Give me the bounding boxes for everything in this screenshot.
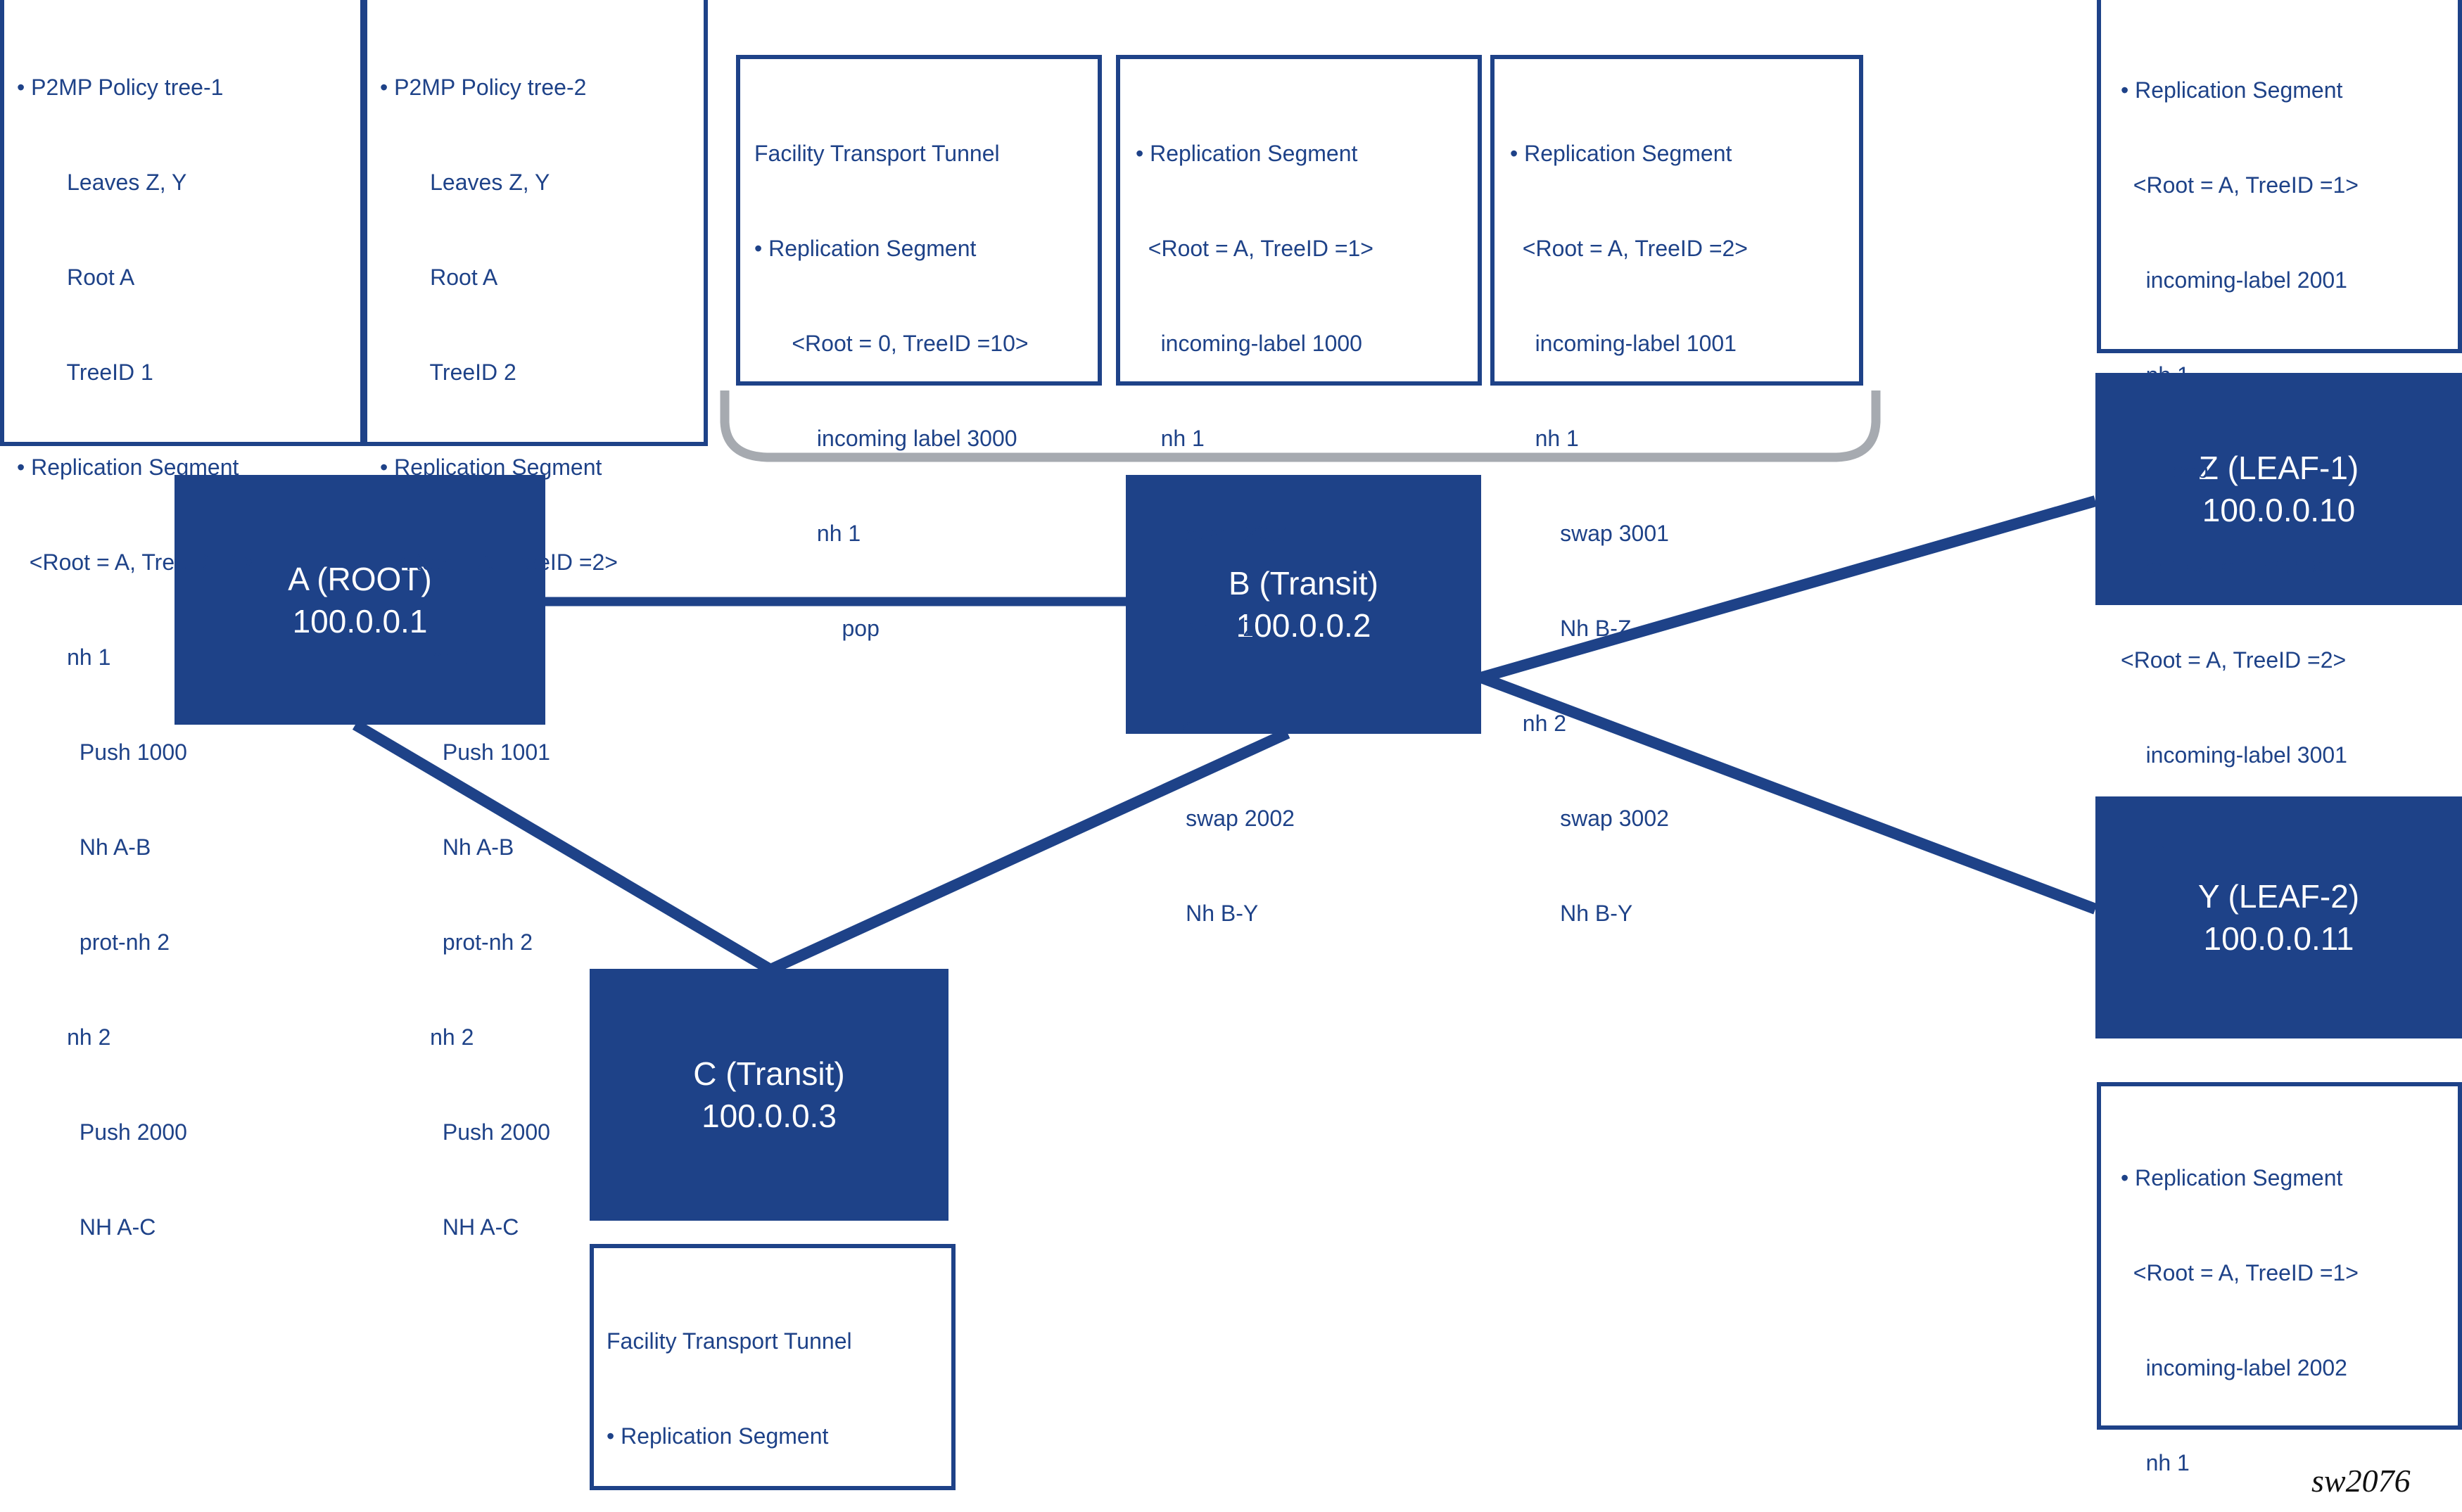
node-address: 100.0.0.11	[2203, 920, 2354, 957]
note-line: pop	[754, 616, 880, 641]
node-address: 100.0.0.3	[702, 1098, 837, 1134]
note-line: nh 1	[1136, 426, 1205, 451]
node-address: 100.0.0.1	[292, 602, 428, 640]
note-line: NH A-C	[17, 1214, 156, 1240]
note-line: prot-nh 2	[380, 929, 533, 955]
note-line: <Root = 0, TreeID =10>	[754, 331, 1029, 356]
note-line: Nh A-B	[380, 834, 514, 860]
note-line: Facility Transport Tunnel	[607, 1328, 852, 1354]
note-line: incoming-label 1001	[1510, 331, 1737, 356]
node-label: B (Transit)	[1229, 565, 1378, 602]
note-line: Push 2000	[17, 1119, 187, 1145]
note-line: • P2MP Policy tree-2	[380, 75, 587, 100]
node-address: 100.0.0.2	[1236, 607, 1371, 644]
note-line: nh 2	[380, 1024, 474, 1050]
note-line: nh 2	[17, 1024, 111, 1050]
node-b-transit[interactable]: B (Transit) 100.0.0.2	[1126, 475, 1481, 734]
note-line: nh 1	[1510, 426, 1579, 451]
note-line: swap 2001	[1136, 521, 1295, 546]
note-line: NH A-C	[380, 1214, 519, 1240]
note-line: pop	[2121, 457, 2209, 483]
note-a-tree1: • P2MP Policy tree-1 Leaves Z, Y Root A …	[0, 0, 364, 1240]
note-line: Nh A-B	[17, 834, 151, 860]
note-line: Push 2000	[380, 1119, 550, 1145]
note-line: Push 1001	[380, 739, 550, 765]
note-line: nh 1	[754, 521, 861, 546]
note-line: <Root = A, TreeID =1>	[2121, 1260, 2359, 1285]
note-line: <Root = A, TreeID =1>	[2121, 172, 2359, 198]
node-address: 100.0.0.10	[2202, 492, 2356, 528]
link-a-c	[352, 720, 774, 974]
note-line: incoming-label 2002	[2121, 1355, 2347, 1380]
note-line: Leaves Z, Y	[380, 170, 550, 195]
note-line: Nh B-Y	[1136, 901, 1259, 926]
note-line: incoming-label 2001	[2121, 267, 2347, 293]
note-line: <Root = A, TreeID =1>	[1136, 236, 1373, 261]
note-line: Facility Transport Tunnel	[754, 141, 1000, 166]
note-line: nh 1	[2121, 837, 2190, 863]
node-a-root[interactable]: A (ROOT) 100.0.0.1	[175, 475, 545, 725]
link-c-b	[768, 728, 1290, 975]
node-label: C (Transit)	[693, 1055, 845, 1092]
note-line: Nh B-Y	[1510, 901, 1633, 926]
note-line: • Replication Segment	[2121, 552, 2343, 578]
note-line: <Root = A, TreeID =1>	[17, 549, 255, 575]
note-line: • Replication Segment	[380, 455, 602, 480]
note-line: Leaves Z, Y	[17, 170, 187, 195]
note-line: Root A	[380, 265, 498, 290]
note-line: • Replication Segment	[2121, 1165, 2343, 1190]
note-line: <Root = A, TreeID =2>	[2121, 647, 2347, 673]
note-line: prot-nh 2	[17, 929, 170, 955]
link-b-y	[1479, 672, 2098, 915]
note-line: swap 3002	[1510, 806, 1669, 831]
note-line: <Root = A, TreeID =2>	[1510, 236, 1748, 261]
node-label: Y (LEAF-2)	[2197, 878, 2360, 915]
note-line: Root A	[17, 265, 135, 290]
note-line: incoming-label 1000	[1136, 331, 1362, 356]
note-line: Nh B-Z	[1510, 616, 1632, 641]
node-z-leaf1[interactable]: Z (LEAF-1) 100.0.0.10	[2095, 373, 2462, 605]
note-line: nh 1	[2121, 1450, 2190, 1475]
node-label: A (ROOT)	[288, 560, 432, 597]
note-line: • Replication Segment	[607, 1423, 829, 1449]
note-line: incoming label 3000	[754, 426, 1017, 451]
note-a-tree2: • P2MP Policy tree-2 Leaves Z, Y Root A …	[363, 0, 708, 1240]
note-line: • Replication Segment	[1136, 141, 1358, 166]
note-line: nh 1	[2121, 362, 2190, 388]
note-line: Push 1000	[17, 739, 187, 765]
note-line: swap 3001	[1510, 521, 1669, 546]
note-y: • Replication Segment <Root = A, TreeID …	[2097, 1082, 2462, 1475]
note-line: • P2MP Policy tree-1	[17, 75, 224, 100]
note-c-facility: Facility Transport Tunnel • Replication …	[590, 1244, 956, 1490]
note-b-tree1: • Replication Segment <Root = A, TreeID …	[1116, 55, 1482, 926]
note-line: incoming-label 3001	[2121, 742, 2347, 768]
note-line: TreeID 1	[17, 360, 153, 385]
note-b-facility: Facility Transport Tunnel • Replication …	[736, 55, 1102, 641]
node-y-leaf2[interactable]: Y (LEAF-2) 100.0.0.11	[2095, 796, 2462, 1038]
note-line: swap 2002	[1136, 806, 1295, 831]
group-brace	[720, 390, 1881, 462]
note-line: • Replication Segment	[2121, 77, 2343, 103]
note-line: <Root = A, TreeID =2>	[380, 549, 618, 575]
link-b-z	[1479, 495, 2098, 683]
note-line: nh 1	[17, 644, 111, 670]
node-label: Z (LEAF-1)	[2198, 450, 2359, 486]
note-b-tree2: • Replication Segment <Root = A, TreeID …	[1490, 55, 1863, 926]
note-line: • Replication Segment	[1510, 141, 1732, 166]
note-line: Nh B-Z	[1136, 616, 1257, 641]
note-line: nh 1	[380, 644, 474, 670]
watermark-label: sw2076	[2311, 1463, 2411, 1499]
note-line: TreeID 2	[380, 360, 516, 385]
node-c-transit[interactable]: C (Transit) 100.0.0.3	[590, 969, 948, 1221]
note-line: nh 2	[1136, 711, 1193, 736]
note-line: nh 2	[1510, 711, 1567, 736]
note-line: • Replication Segment	[754, 236, 977, 261]
note-z: • Replication Segment <Root = A, TreeID …	[2097, 0, 2462, 863]
note-line: • Replication Segment	[17, 455, 239, 480]
